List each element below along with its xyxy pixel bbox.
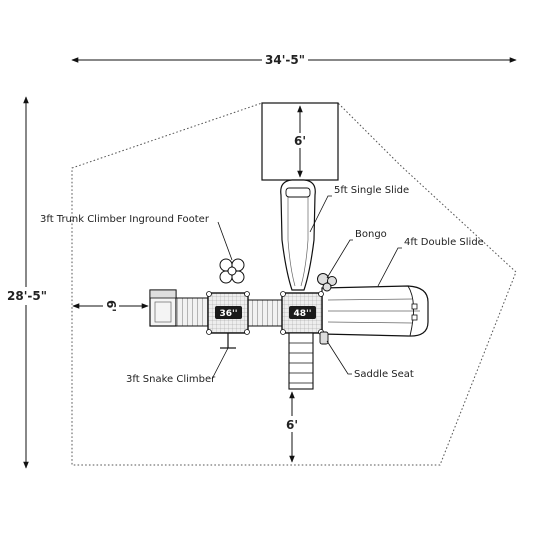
bongo-panel [317,273,337,292]
double-slide [321,285,429,337]
ladder [288,332,314,390]
snake-climber-label: 3ft Snake Climber [126,374,216,385]
callout-leaders [211,195,402,380]
left-clearance-label: 6' [104,300,118,312]
trunk-climber-label: 3ft Trunk Climber Inground Footer [40,214,210,225]
deck-a-height-label: 36'' [219,309,237,319]
top-clearance-label: 6' [294,134,306,148]
bottom-clearance-label: 6' [286,418,298,432]
single-slide [280,179,316,291]
single-slide-label: 5ft Single Slide [334,185,409,196]
snake-climber [220,333,236,349]
trunk-climber [219,258,245,284]
entry-panel [149,289,177,327]
saddle-seat [319,331,329,345]
deck-a: 36'' [206,291,250,335]
overall-width-label: 34'-5" [265,53,305,67]
saddle-seat-label: Saddle Seat [354,369,414,380]
deck-b: 48'' [280,291,324,335]
left-walkway [175,297,209,327]
double-slide-label: 4ft Double Slide [404,237,484,248]
overall-depth-label: 28'-5" [7,289,47,303]
deck-b-height-label: 48'' [293,309,311,319]
bongo-label: Bongo [355,229,387,240]
center-bridge [247,299,283,327]
